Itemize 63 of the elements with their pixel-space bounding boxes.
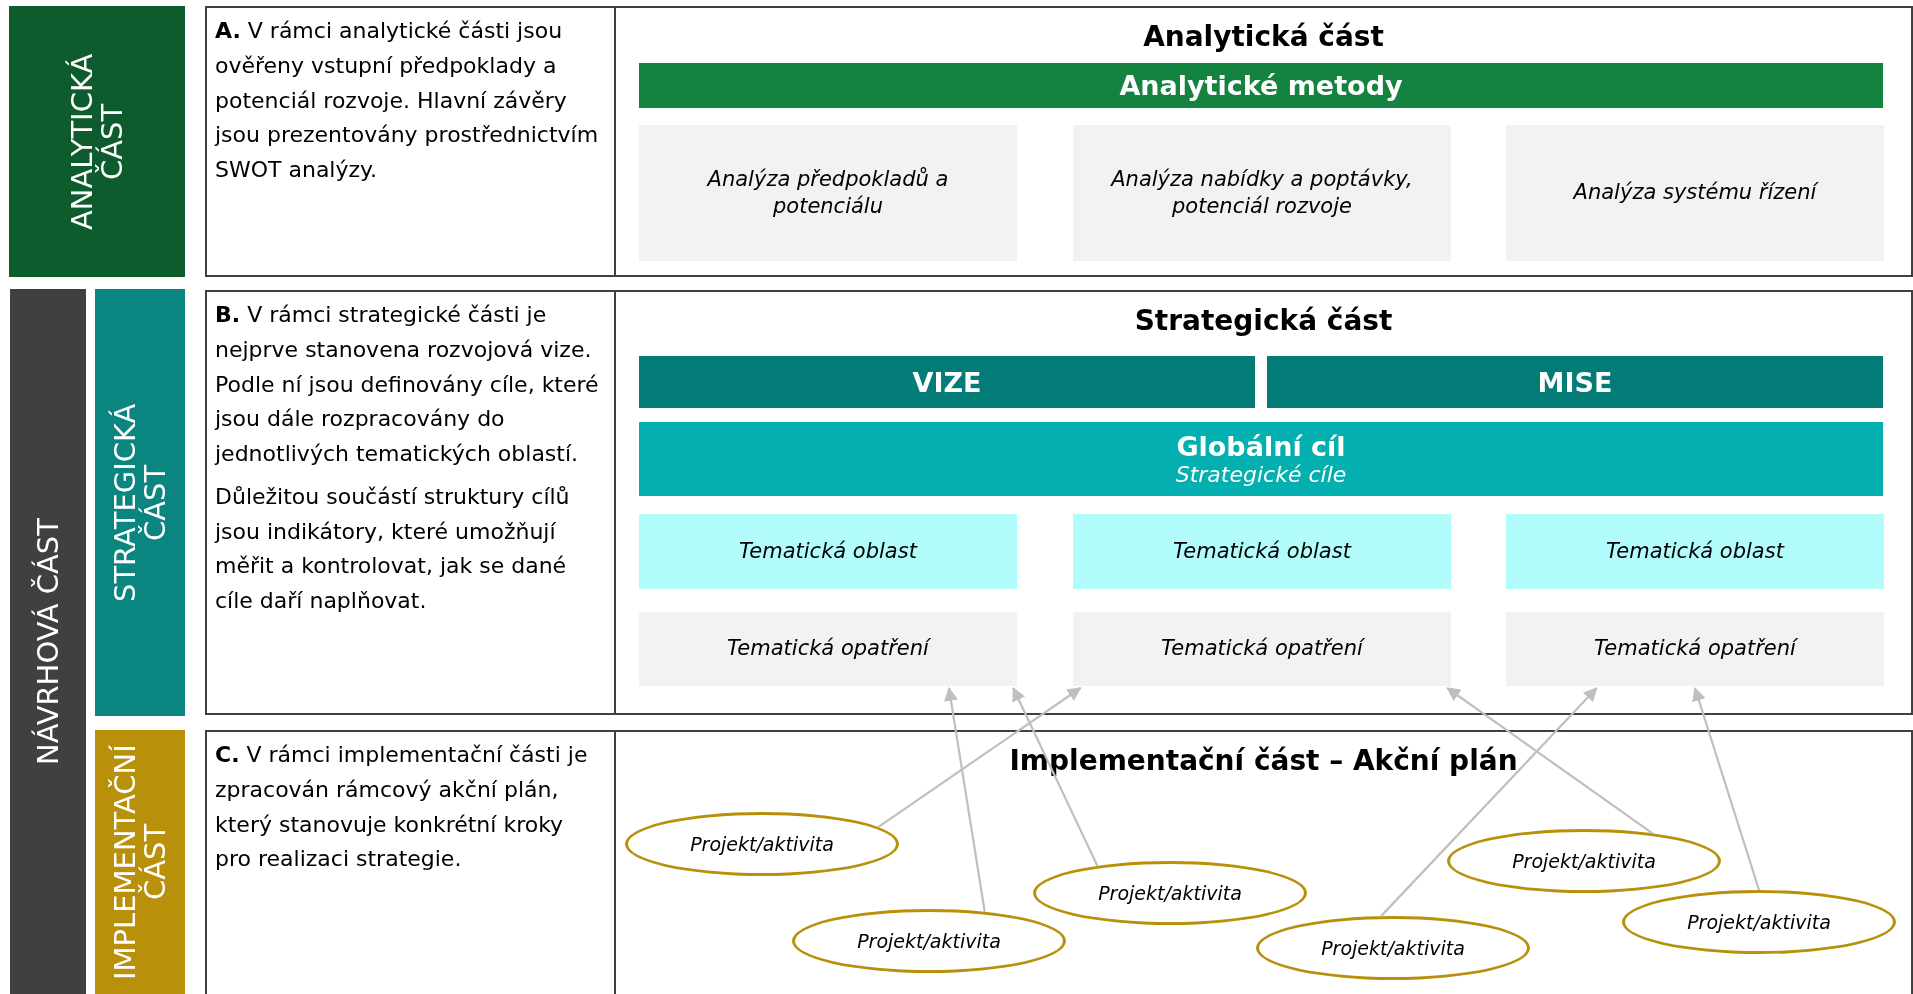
- description-panel: [205, 290, 614, 715]
- box-label: Tematická oblast: [1606, 537, 1784, 565]
- category-box: [1073, 612, 1451, 686]
- section-label: NÁVRHOVÁ ČÁST: [32, 517, 64, 765]
- box-label: Tematická oblast: [739, 537, 917, 565]
- box-label: Tematická opatření: [727, 635, 929, 663]
- panel-heading: Implementační část – Akční plán: [1009, 744, 1518, 777]
- section-panel: [614, 6, 1913, 277]
- section-band: [95, 289, 185, 716]
- category-box: [1073, 514, 1451, 589]
- arrow: [877, 687, 1082, 828]
- project-label: Projekt/aktivita: [1321, 937, 1465, 959]
- project-ellipse: [1033, 861, 1307, 925]
- box-label: Tematická oblast: [1173, 537, 1351, 565]
- description-text: A. V rámci analytické části jsou ověřeny vstupní předpoklady a potenciál rozvoje. Hlavní závěry jsou prezentovány prostřednictvím SWOT analýzy.: [215, 17, 600, 184]
- bar-label: MISE: [1537, 366, 1613, 398]
- arrow: [1692, 686, 1761, 891]
- category-box: [639, 514, 1017, 589]
- project-label: Projekt/aktivita: [690, 833, 834, 855]
- project-label: Projekt/aktivita: [857, 930, 1001, 952]
- header-bar: [639, 422, 1883, 496]
- arrow: [1446, 687, 1654, 835]
- box-label: Tematická opatření: [1594, 635, 1796, 663]
- section-panel: [614, 730, 1913, 994]
- description-text: Důležitou součástí struktury cílů jsou indikátory, které umožňují měřit a kontrolovat, jak se dané cíle daří naplňovat.: [215, 482, 571, 615]
- section-label: STRATEGICKÁ ČÁST: [109, 402, 171, 604]
- description-text: C. V rámci implementační části je zpracován rámcový akční plán, který stanovuje konkrétní kroky pro realizaci strategie.: [215, 741, 589, 874]
- project-ellipse: [1447, 829, 1721, 893]
- bar-label: VIZE: [912, 366, 982, 398]
- category-box: [1506, 514, 1884, 589]
- bar-label: Analytické metody: [1119, 70, 1403, 101]
- bar-subtitle: Strategické cíle: [1175, 462, 1347, 487]
- arrow: [1012, 686, 1099, 867]
- section-band: [95, 730, 185, 994]
- box-label: Analýza systému řízení: [1573, 179, 1817, 207]
- panel-heading: Analytická část: [1143, 20, 1384, 53]
- project-label: Projekt/aktivita: [1687, 911, 1831, 933]
- project-ellipse: [1622, 890, 1896, 954]
- project-ellipse: [792, 909, 1066, 973]
- panel-heading: Strategická část: [1134, 304, 1393, 337]
- section-label: ANALYTICKÁ ČÁST: [66, 52, 128, 232]
- header-bar: [1267, 356, 1883, 408]
- box-label: Tematická opatření: [1161, 635, 1363, 663]
- box-label: Analýza nabídky a poptávky, potenciál rozvoje: [1109, 165, 1414, 220]
- section-band: [10, 289, 86, 994]
- description-text: B. V rámci strategické části je nejprve stanovena rozvojová vize. Podle ní jsou definovány cíle, které jsou dále rozpracovány do jednotlivých tematických oblastí.: [215, 301, 600, 468]
- category-box: [1506, 612, 1884, 686]
- section-panel: [614, 290, 1913, 715]
- description-panel: [205, 6, 614, 277]
- category-box: [639, 612, 1017, 686]
- description-panel: [205, 730, 614, 994]
- project-label: Projekt/aktivita: [1512, 850, 1656, 872]
- project-label: Projekt/aktivita: [1098, 882, 1242, 904]
- box-label: Analýza předpokladů a potenciálu: [705, 165, 950, 220]
- header-bar: [639, 63, 1883, 108]
- arrow: [944, 686, 986, 912]
- project-ellipse: [1256, 916, 1530, 980]
- section-label: IMPLEMENTAČNÍ ČÁST: [109, 743, 171, 982]
- header-bar: [639, 356, 1255, 408]
- section-band: [9, 6, 185, 277]
- project-ellipse: [625, 812, 899, 876]
- arrow: [1380, 687, 1598, 917]
- bar-label: Globální cíl: [1176, 431, 1346, 462]
